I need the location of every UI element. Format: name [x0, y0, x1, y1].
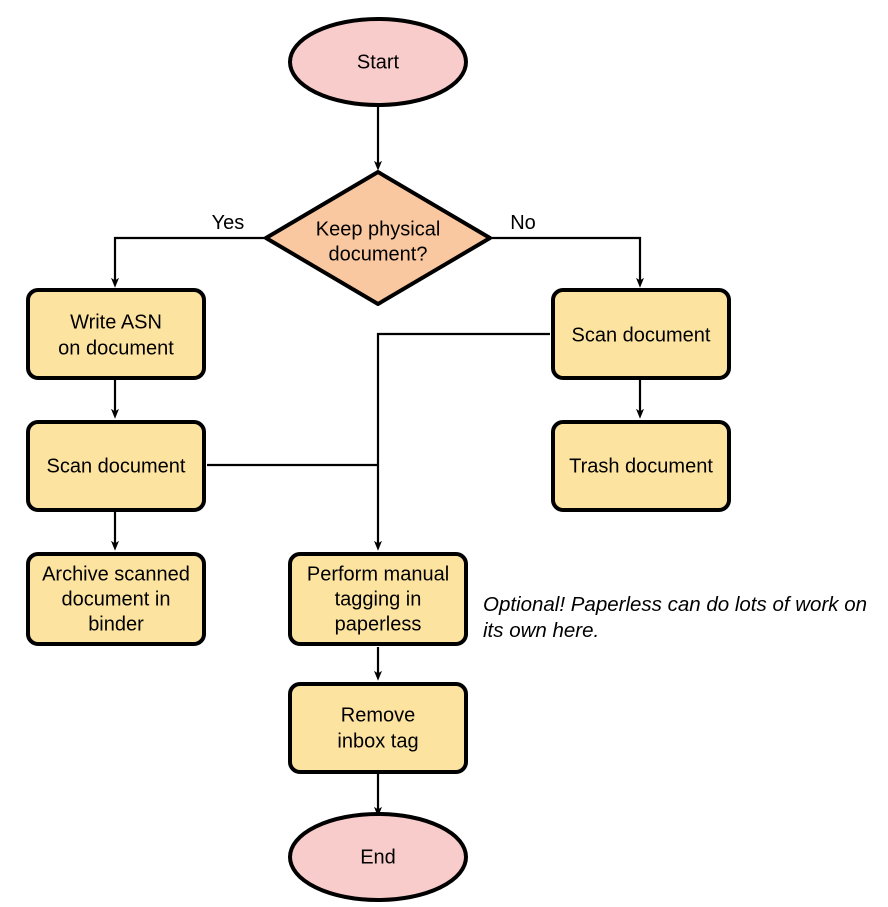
tagging-label-line2: tagging in — [335, 588, 422, 610]
write-asn-label-line2: on document — [58, 337, 174, 359]
edge-decision-yes-to-write-asn — [111, 236, 266, 288]
decision-label-line2: document? — [329, 243, 428, 265]
note-optional-paperless: Optional! Paperless can do lots of work … — [483, 593, 867, 642]
tagging-label-line1: Perform manual — [307, 563, 449, 585]
node-start[interactable]: Start — [288, 17, 468, 107]
edge-decision-no-to-scan-right — [490, 236, 644, 288]
archive-box — [26, 552, 206, 646]
tagging-label-line3: paperless — [335, 613, 422, 635]
remove-inbox-tag-box — [288, 682, 468, 774]
node-trash-document[interactable]: Trash document — [551, 420, 731, 512]
node-end[interactable]: End — [288, 812, 468, 902]
archive-label-line1: Archive scanned — [42, 563, 190, 585]
node-perform-manual-tagging[interactable]: Perform manual tagging in paperless — [288, 552, 468, 646]
remove-inbox-tag-label-line2: inbox tag — [337, 730, 418, 752]
end-label: End — [360, 846, 396, 868]
scan-document-right-label: Scan document — [572, 324, 711, 346]
scan-document-left-box — [26, 420, 206, 512]
node-archive-scanned-document[interactable]: Archive scanned document in binder — [26, 552, 206, 646]
note-line2: its own here. — [483, 619, 599, 642]
decision-diamond — [264, 170, 492, 306]
node-write-asn[interactable]: Write ASN on document — [26, 288, 206, 380]
edge-label-no: No — [510, 212, 536, 234]
node-scan-document-right[interactable]: Scan document — [551, 288, 731, 380]
node-remove-inbox-tag[interactable]: Remove inbox tag — [288, 682, 468, 774]
scan-document-left-label: Scan document — [47, 455, 186, 477]
start-label: Start — [357, 51, 400, 73]
node-decision-keep-physical-document[interactable]: Keep physical document? — [264, 170, 492, 306]
write-asn-label-line1: Write ASN — [70, 311, 162, 333]
decision-label-line1: Keep physical — [316, 218, 441, 240]
remove-inbox-tag-label-line1: Remove — [341, 704, 415, 726]
archive-label-line3: binder — [88, 613, 144, 635]
scan-document-right-box — [551, 288, 731, 380]
end-ellipse — [288, 812, 468, 902]
trash-document-label: Trash document — [569, 455, 713, 477]
tagging-box — [288, 552, 468, 646]
write-asn-box — [26, 288, 206, 380]
start-ellipse — [288, 17, 468, 107]
note-line1: Optional! Paperless can do lots of work … — [483, 593, 867, 616]
node-scan-document-left[interactable]: Scan document — [26, 420, 206, 512]
edge-label-yes: Yes — [212, 212, 245, 234]
edge-scan-right-to-tagging — [374, 332, 550, 551]
archive-label-line2: document in — [62, 588, 171, 610]
trash-document-box — [551, 420, 731, 512]
